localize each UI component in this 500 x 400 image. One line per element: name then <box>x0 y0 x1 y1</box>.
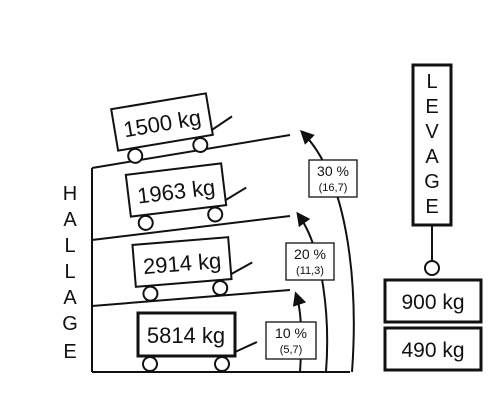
hoist-hook <box>424 260 440 276</box>
levage-letter: A <box>425 146 439 168</box>
ramp-structure <box>91 134 350 373</box>
cart-handle <box>211 115 233 131</box>
cart-incline-10: 2914 kg <box>131 236 253 302</box>
cart-handle <box>234 341 258 353</box>
cart-wheel <box>207 206 224 223</box>
cart-wheel <box>192 136 209 153</box>
hallage-letter: L <box>64 235 75 257</box>
cart-ground: 5814 kg <box>136 311 258 372</box>
levage-weight-lower: 490 kg <box>383 326 483 372</box>
levage-letter: E <box>425 196 438 218</box>
cart-wheel <box>212 280 229 297</box>
hallage-letter: E <box>63 341 76 363</box>
slope-percent: 30 % <box>317 163 349 179</box>
hallage-letter: G <box>62 313 78 335</box>
hallage-letter: A <box>63 209 77 231</box>
levage-weight-upper: 900 kg <box>383 278 483 324</box>
incline-10-percent <box>91 289 291 307</box>
incline-30-percent <box>91 134 291 169</box>
levage-box <box>411 63 453 227</box>
levage-letter: E <box>425 96 438 118</box>
cart-wheel <box>137 214 154 231</box>
slope-label-30: 30 % (16,7) <box>308 159 358 198</box>
hallage-label: H A L L A G E <box>62 183 78 363</box>
hallage-letter: H <box>63 183 77 205</box>
hallage-letter: A <box>63 287 77 309</box>
cart-incline-30: 1500 kg <box>110 92 233 164</box>
slope-ratio: (5,7) <box>280 344 303 356</box>
cart-wheel <box>127 147 144 164</box>
slope-ratio: (11,3) <box>296 265 324 277</box>
levage-column: L E V A G E <box>411 63 453 276</box>
cart-wheel <box>142 285 159 302</box>
weight-label: 900 kg <box>401 291 464 314</box>
levage-letter: V <box>425 121 439 143</box>
cart-wheel <box>214 356 230 372</box>
slope-ratio: (16,7) <box>319 182 348 194</box>
cart-wheel <box>142 356 158 372</box>
cart-handle <box>225 186 247 201</box>
cart-handle <box>230 261 253 275</box>
slope-label-10: 10 % (5,7) <box>265 321 317 360</box>
levage-letter: G <box>424 171 440 193</box>
slope-label-20: 20 % (11,3) <box>285 242 335 281</box>
levage-letter: L <box>426 71 437 93</box>
cart-incline-20: 1963 kg <box>124 162 247 231</box>
slope-percent: 10 % <box>275 325 307 341</box>
slope-percent: 20 % <box>294 246 326 262</box>
incline-20-percent <box>91 215 291 241</box>
arrow-20-percent <box>296 211 329 373</box>
hallage-letter: L <box>64 261 75 283</box>
arrow-30-percent <box>300 130 355 373</box>
cart-load-label: 5814 kg <box>147 323 225 348</box>
weight-label: 490 kg <box>401 339 464 362</box>
